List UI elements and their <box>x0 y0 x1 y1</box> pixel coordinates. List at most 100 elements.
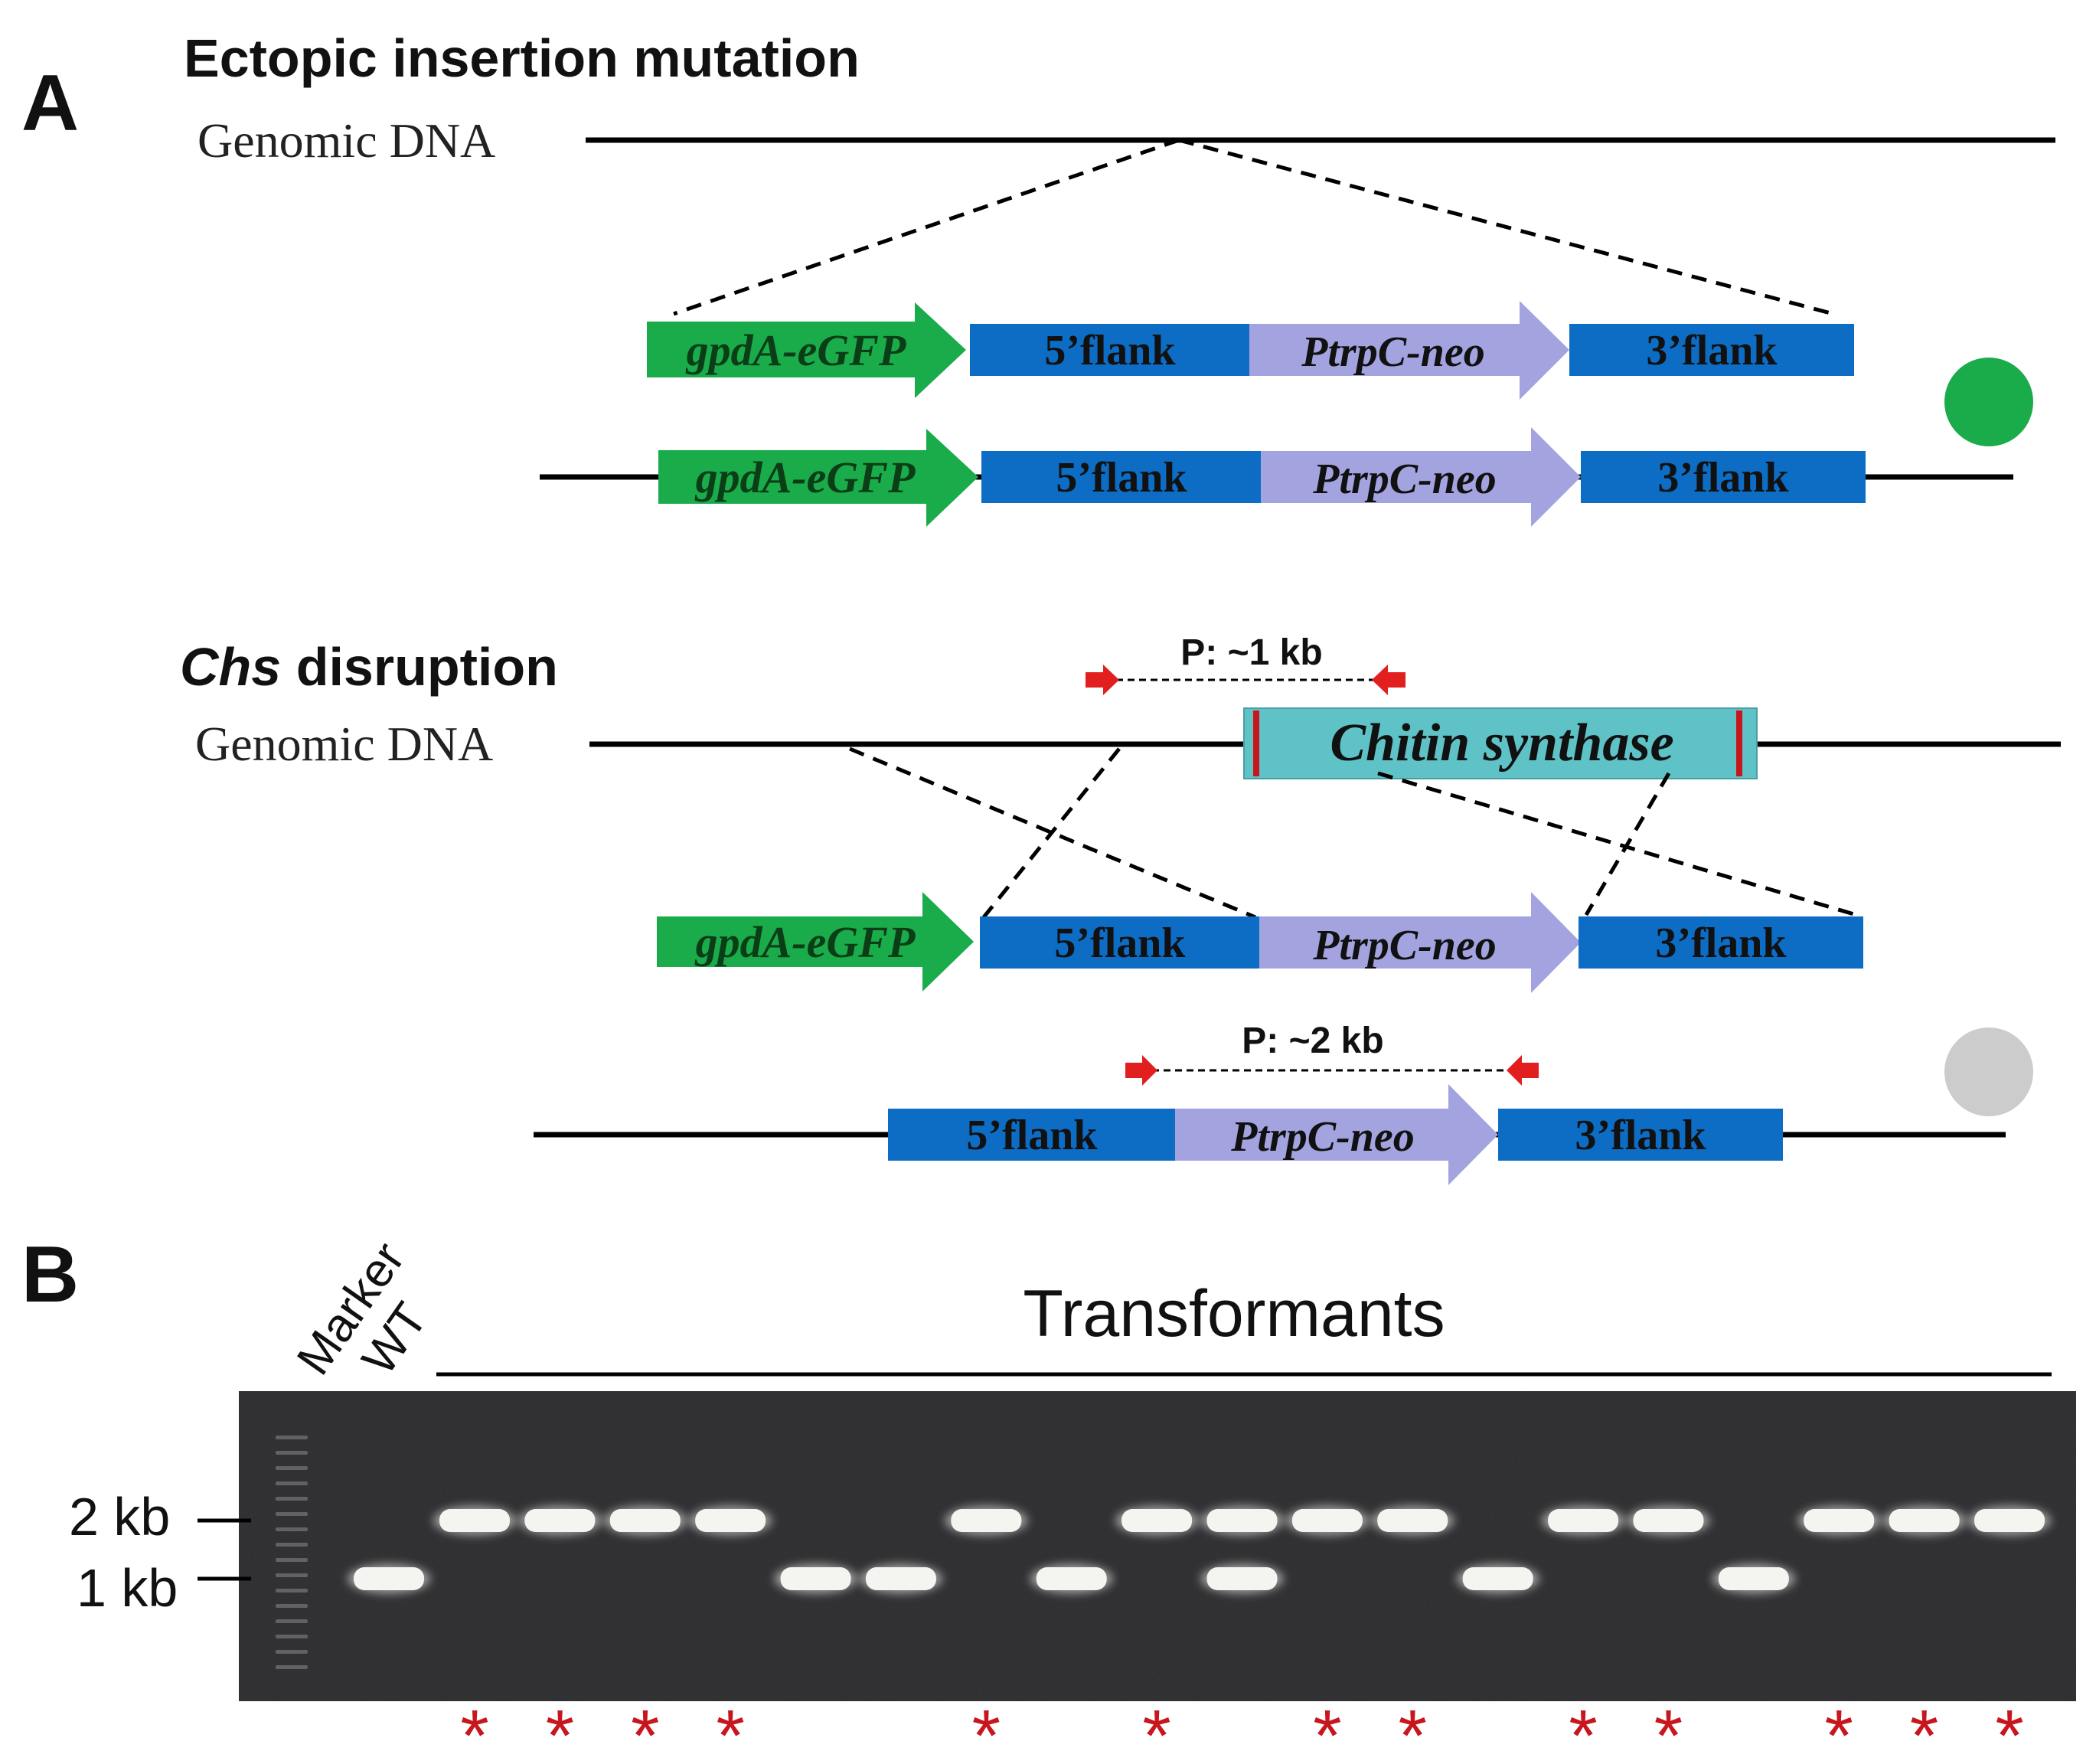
lane-10-band-1kb <box>1200 1564 1284 1593</box>
gfp-label: gpdA-eGFP <box>694 452 916 502</box>
band-core <box>695 1509 766 1532</box>
lane-9-star: * <box>1142 1695 1170 1764</box>
band-core <box>1633 1509 1704 1532</box>
lane-3-star: * <box>631 1695 659 1764</box>
marker-ladder <box>276 1436 308 1669</box>
band-core <box>951 1509 1022 1532</box>
primer-bottom-label: P: ~2 kb <box>1242 1021 1383 1061</box>
ladder-rung <box>276 1527 308 1531</box>
lane-6-band-1kb <box>859 1564 942 1593</box>
panel-a-label: A <box>21 59 79 148</box>
size-label-2kb: 2 kb <box>69 1487 170 1547</box>
ladder-rung <box>276 1543 308 1547</box>
disruption-title-rest: disruption <box>281 637 558 697</box>
ectopic-integrated-cassette: gpdA-eGFP 5’flank PtrpC-neo 3’flank <box>658 427 1866 527</box>
flank5-label: 5’flank <box>1056 454 1187 501</box>
flank5-box <box>981 451 1261 503</box>
disruption-grey-indicator <box>1944 1027 2033 1116</box>
ladder-rung <box>276 1589 308 1592</box>
gfp-arrow <box>647 302 966 398</box>
lane-11-star: * <box>1313 1695 1341 1764</box>
lane-18-band-2kb <box>1882 1506 1966 1535</box>
band-core <box>439 1509 510 1532</box>
gfp-label: gpdA-eGFP <box>694 917 916 967</box>
cross-dash-2 <box>982 747 1121 919</box>
neo-arrow <box>1261 427 1581 527</box>
gene-mark-left <box>1253 710 1259 776</box>
cross-dash-1 <box>849 746 1256 920</box>
lane-3-band-2kb <box>603 1506 687 1535</box>
ladder-rung <box>276 1466 308 1470</box>
flank3-label: 3’flank <box>1655 920 1787 967</box>
primer-forward-icon <box>1086 665 1119 695</box>
disruption-cassette: gpdA-eGFP 5’flank PtrpC-neo 3’flank <box>657 892 1863 993</box>
lane-19-band-2kb <box>1968 1506 2051 1535</box>
primer-forward-icon <box>1125 1055 1157 1086</box>
band-core <box>1036 1567 1107 1590</box>
ladder-rung <box>276 1481 308 1485</box>
band-core <box>780 1567 851 1590</box>
band-core <box>609 1509 681 1532</box>
cross-dash-4 <box>1584 772 1671 916</box>
disruption-genomic-label: Genomic DNA <box>195 717 493 771</box>
lane-12-star: * <box>1399 1695 1427 1764</box>
band-core <box>1548 1509 1619 1532</box>
confirmed-markers: ************* <box>460 1695 2023 1764</box>
gfp-arrow <box>658 429 978 527</box>
band-core <box>1121 1509 1193 1532</box>
lane-1-band-2kb <box>433 1506 516 1535</box>
band-core <box>1974 1509 2045 1532</box>
band-core <box>354 1567 424 1590</box>
band-core <box>1206 1567 1278 1590</box>
band-core <box>1206 1509 1278 1532</box>
neo-arrow <box>1259 892 1581 993</box>
ectopic-dash-left <box>673 138 1180 316</box>
ladder-rung <box>276 1436 308 1439</box>
primer-top-label: P: ~1 kb <box>1180 632 1322 673</box>
primer-reverse-icon <box>1372 665 1405 695</box>
flank5-box <box>980 916 1259 969</box>
lane-14-star: * <box>1569 1695 1597 1764</box>
lane-2-star: * <box>546 1695 574 1764</box>
lane-12-band-2kb <box>1371 1506 1454 1535</box>
disruption-title: Chs disruption <box>180 637 558 697</box>
lane-19-star: * <box>1995 1695 2023 1764</box>
flank5-box <box>970 324 1249 376</box>
lane-10-band-2kb <box>1200 1506 1284 1535</box>
ectopic-dash-right <box>1178 138 1834 316</box>
chitin-synthase-gene <box>1243 707 1758 779</box>
lane-4-band-2kb <box>689 1506 772 1535</box>
lane-17-star: * <box>1825 1695 1853 1764</box>
ectopic-genomic-label: Genomic DNA <box>198 113 495 168</box>
primer-reverse-icon <box>1507 1055 1539 1086</box>
flank3-label: 3’flank <box>1657 454 1789 501</box>
lane-2-band-2kb <box>518 1506 602 1535</box>
band-core <box>524 1509 596 1532</box>
gene-label: Chitin synthase <box>1330 714 1673 773</box>
flank3-box <box>1498 1109 1783 1161</box>
ladder-rung <box>276 1573 308 1577</box>
neo-arrow <box>1249 301 1569 400</box>
lane-11-band-2kb <box>1285 1506 1369 1535</box>
flank5-label: 5’flank <box>1044 327 1176 374</box>
panel-b-label: B <box>21 1230 79 1319</box>
lane-15-band-2kb <box>1627 1506 1710 1535</box>
lane-18-star: * <box>1910 1695 1938 1764</box>
disruption-title-italic: Chs <box>180 637 281 697</box>
ladder-rung <box>276 1497 308 1501</box>
transformants-label: Transformants <box>1023 1277 1445 1351</box>
lane-4-star: * <box>716 1695 744 1764</box>
wt-band-1kb <box>348 1564 430 1593</box>
ladder-rung <box>276 1604 308 1608</box>
lane-7-band-2kb <box>945 1506 1028 1535</box>
lane-1-star: * <box>460 1695 488 1764</box>
lane-8-band-1kb <box>1030 1564 1113 1593</box>
ectopic-title: Ectopic insertion mutation <box>184 28 860 88</box>
ladder-rung <box>276 1619 308 1623</box>
ladder-rung <box>276 1451 308 1455</box>
neo-label: PtrpC-neo <box>1230 1113 1415 1161</box>
lane-16-band-1kb <box>1712 1564 1795 1593</box>
lane-13-band-1kb <box>1456 1564 1539 1593</box>
disrupted-locus: 5’flank PtrpC-neo 3’flank <box>888 1084 1783 1185</box>
flank3-label: 3’flank <box>1646 327 1778 374</box>
